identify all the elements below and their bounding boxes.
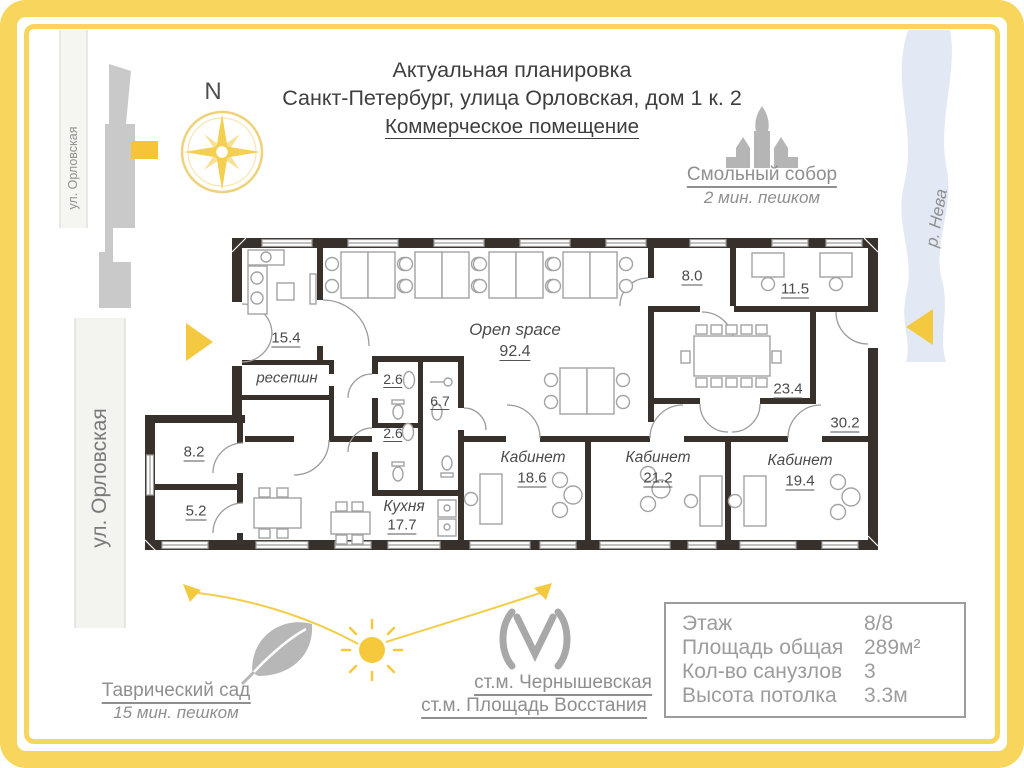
compass-icon [180,110,264,194]
title-line-1: Актуальная планировка [392,58,632,82]
building-outline [99,64,158,308]
room-meeting-area: 23.4 [773,380,803,399]
plan-doors [212,277,869,534]
info-floor-label: Этаж [682,612,733,635]
info-row-floor: Этаж 8/8 [682,612,948,636]
street-band-top [59,30,88,228]
room-openspace-area: 92.4 [499,343,531,361]
location-marker [131,141,158,159]
room-openspace-label: Open space [469,320,561,339]
garden-distance: 15 мин. пешком [113,703,239,722]
plan-furniture [247,249,861,545]
info-row-wc: Кол-во санузлов 3 [682,660,948,684]
wc-bottom-area: 2.6 [383,425,403,442]
office-2-label: Кабинет [625,449,691,466]
info-ceiling-value: 3.3м [864,684,908,707]
metro-station-1: ст.м. Чернышевская [474,672,652,696]
street-label-top: ул. Орловская [66,126,80,210]
street-band-bottom [74,318,126,628]
street-label-bottom: ул. Орловская [88,408,111,548]
room-corridor-area: 30.2 [830,414,860,433]
title-line-3: Коммерческое помещение [384,115,640,139]
room-hall-area: 15.4 [271,329,301,348]
room-52-area: 5.2 [185,502,207,521]
entrance-arrow-left [186,323,213,361]
info-table: Этаж 8/8 Площадь общая 289м² Кол-во сану… [664,602,966,718]
kitchen-label: Кухня [383,498,425,515]
room-82-area: 8.2 [183,443,205,462]
office-3-area: 19.4 [785,472,815,491]
office-2-area: 21.2 [643,469,673,488]
info-area-label: Площадь общая [682,636,844,659]
office-1-area: 18.6 [517,469,547,488]
info-row-ceiling: Высота потолка 3.3м [682,684,948,708]
kitchen-area: 17.7 [387,516,417,535]
compass-north-label: N [204,78,222,105]
metro-station-2: ст.м. Площадь Восстания [421,695,647,719]
info-area-value: 289м² [864,636,921,659]
room-115-area: 11.5 [780,280,810,299]
info-floor-value: 8/8 [864,612,894,635]
cathedral-distance: 2 мин. пешком [703,188,821,207]
sun-path-left-arrow [183,584,359,645]
info-row-area: Площадь общая 289м² [682,636,948,660]
wc-mid-area: 6.7 [430,393,450,410]
room-reception-label: ресепшн [256,369,318,387]
sun-icon [340,618,404,682]
metro-icon [499,608,571,670]
cathedral-label: Смольный собор [686,164,838,188]
title-line-2: Санкт-Петербург, улица Орловская, дом 1 … [282,86,742,110]
plan-windows [144,237,879,555]
info-wc-label: Кол-во санузлов [682,660,843,683]
room-8-area: 8.0 [681,267,703,286]
office-3-label: Кабинет [767,452,833,469]
garden-label: Таврический сад [101,680,251,704]
info-wc-value: 3 [864,660,876,683]
river-shape [901,30,952,362]
sun-path-right-arrow [385,583,552,643]
entrance-arrow-right [906,309,933,345]
info-ceiling-label: Высота потолка [682,684,837,707]
leaf-icon [240,622,313,686]
floor-plan [144,237,933,555]
cathedral-icon [726,106,798,168]
wc-top-area: 2.6 [383,371,403,388]
office-1-label: Кабинет [500,449,566,466]
